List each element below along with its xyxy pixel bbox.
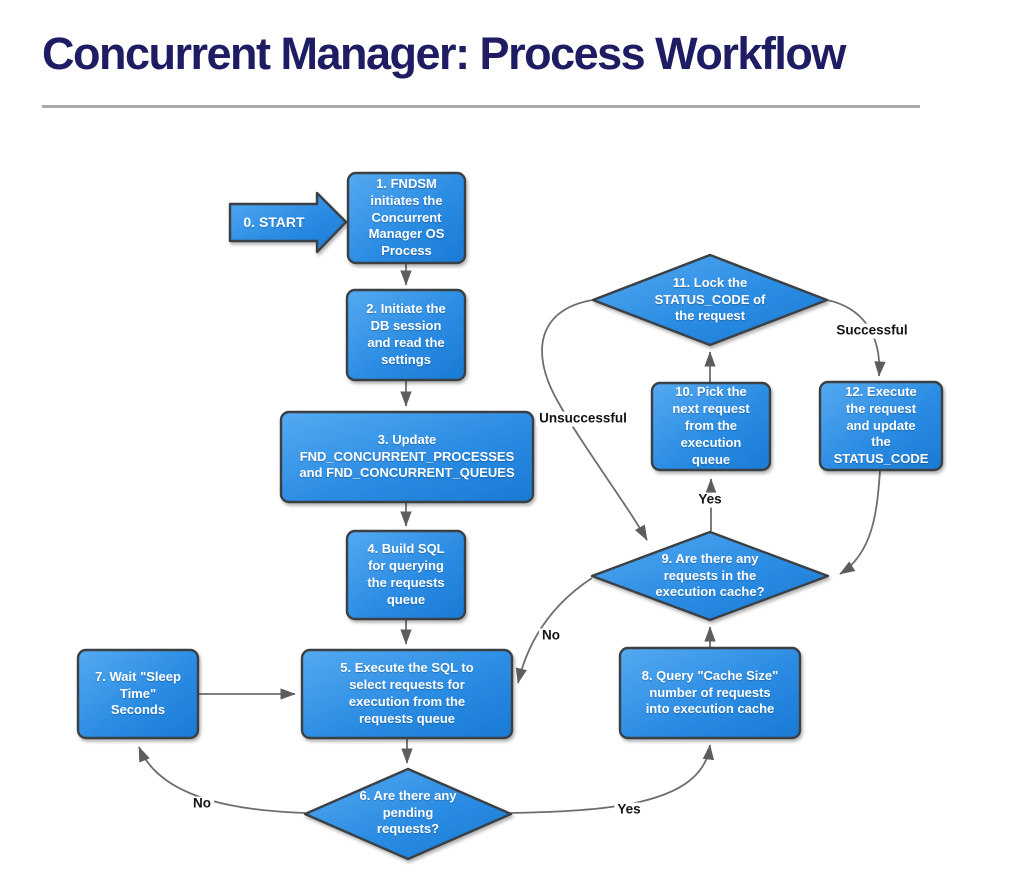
decision-diamond-6-shape — [303, 767, 513, 861]
process-box-4-shape — [345, 529, 467, 621]
connector-diamond11-diamond9-unsuccessful — [541, 299, 648, 541]
process-box-1-shape — [346, 171, 467, 265]
edge-label-successful: Successful — [833, 323, 911, 339]
edge-label-yes-cache: Yes — [695, 492, 725, 508]
connector-diamond6-box7-no — [138, 746, 306, 814]
edge-label-unsuccessful: Unsuccessful — [536, 411, 630, 427]
edge-label-yes-pending: Yes — [614, 802, 644, 818]
connector-box12-diamond9 — [839, 470, 881, 575]
edge-label-no-cache: No — [539, 628, 563, 644]
process-box-12-shape — [818, 380, 944, 472]
edge-label-no-pending: No — [190, 796, 214, 812]
decision-diamond-11-shape — [591, 253, 829, 347]
process-box-7-shape — [76, 648, 200, 740]
process-box-10-shape — [650, 381, 772, 472]
process-box-8-shape — [618, 646, 802, 740]
decision-diamond-9-shape — [590, 530, 830, 622]
page-title: Concurrent Manager: Process Workflow — [42, 28, 846, 79]
title-divider — [42, 105, 920, 108]
connector-diamond6-box8-yes — [510, 744, 714, 814]
connector-diamond9-box5-no — [515, 577, 593, 684]
start-arrow-shape — [228, 191, 348, 254]
process-box-3-shape — [279, 410, 535, 504]
process-box-5-shape — [300, 648, 514, 740]
process-box-2-shape — [345, 288, 467, 382]
